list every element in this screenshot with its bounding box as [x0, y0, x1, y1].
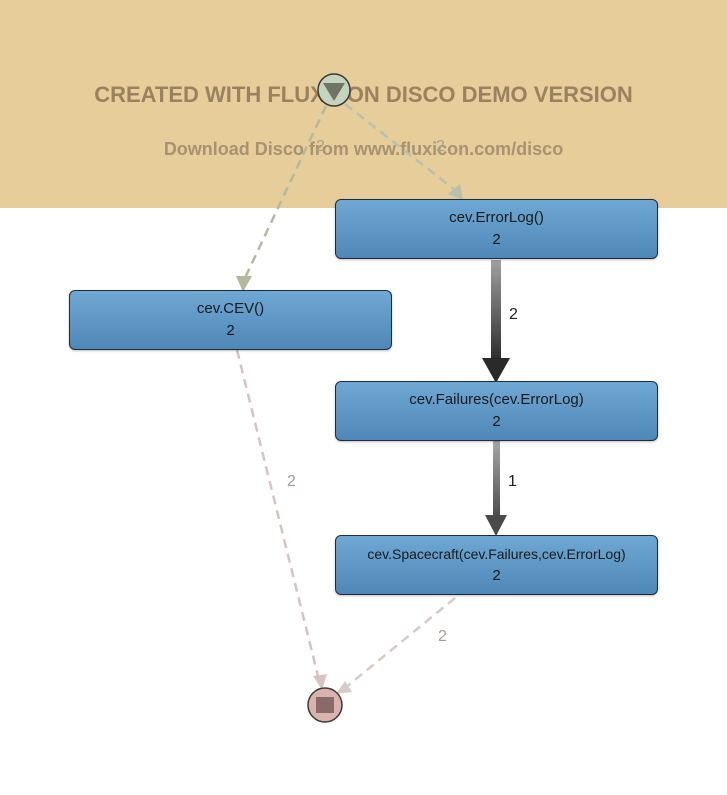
activity-node-spacecraft[interactable]: cev.Spacecraft(cev.Failures,cev.ErrorLog…	[335, 535, 658, 595]
activity-count: 2	[226, 322, 235, 339]
edge-label-start-errorlog: 2	[436, 138, 445, 155]
edge-start-to-cev[interactable]	[236, 105, 328, 292]
activity-label: cev.Spacecraft(cev.Failures,cev.ErrorLog…	[367, 546, 626, 562]
activity-node-cev[interactable]: cev.CEV() 2	[69, 290, 392, 350]
edge-label-failures-spacecraft: 1	[508, 473, 517, 490]
edge-label-start-cev: 2	[316, 138, 325, 155]
edge-errorlog-to-failures[interactable]	[482, 260, 510, 383]
edge-label-spacecraft-end: 2	[438, 628, 447, 645]
activity-count: 2	[492, 567, 501, 584]
activity-label: cev.ErrorLog()	[449, 209, 544, 226]
watermark-subtitle: Download Disco from www.fluxicon.com/dis…	[163, 139, 564, 159]
edge-cev-to-end[interactable]	[235, 349, 327, 690]
demo-watermark-banner	[0, 0, 727, 208]
end-square-icon	[316, 697, 334, 713]
edge-failures-to-spacecraft[interactable]	[485, 441, 507, 536]
edge-label-cev-end: 2	[287, 473, 296, 490]
edge-spacecraft-to-end[interactable]	[336, 597, 456, 694]
activity-label: cev.Failures(cev.ErrorLog)	[409, 391, 584, 408]
edge-start-to-errorlog[interactable]	[344, 103, 463, 200]
start-node[interactable]	[317, 73, 351, 107]
start-triangle-icon	[323, 83, 345, 101]
activity-count: 2	[492, 231, 501, 248]
activity-count: 2	[492, 413, 501, 430]
activity-node-failures[interactable]: cev.Failures(cev.ErrorLog) 2	[335, 381, 658, 441]
activity-label: cev.CEV()	[196, 300, 265, 317]
watermark-title: CREATED WITH FLUXICON DISCO DEMO VERSION	[94, 82, 633, 107]
end-node[interactable]	[307, 687, 343, 723]
edge-label-errorlog-failures: 2	[509, 306, 518, 323]
activity-node-errorlog[interactable]: cev.ErrorLog() 2	[335, 199, 658, 259]
